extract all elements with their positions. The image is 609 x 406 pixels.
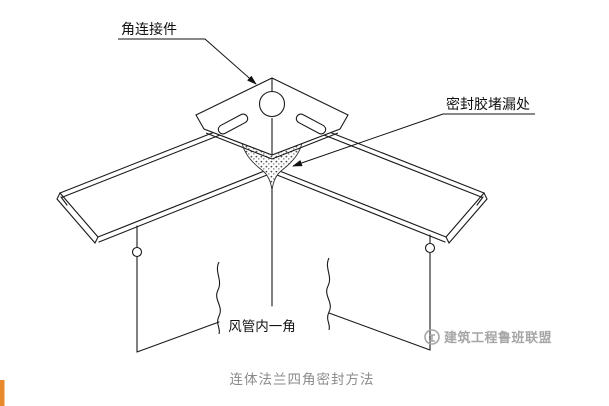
right-duct-wall	[328, 234, 431, 351]
corner-bolts	[131, 242, 436, 258]
leader-sealant	[292, 113, 535, 167]
right-flange	[271, 123, 488, 244]
label-sealant-spot: 密封胶堵漏处	[446, 96, 530, 112]
leader-corner-connector	[118, 38, 257, 85]
left-bolt-bump	[131, 246, 143, 258]
break-lines	[216, 257, 331, 335]
left-flange	[56, 123, 273, 244]
plate-slot-left	[217, 113, 249, 135]
left-duct-wall	[136, 225, 220, 353]
watermark-text: 建筑工程鲁班联盟	[444, 330, 552, 345]
bolt-hole	[258, 90, 286, 118]
corner-connector-plate	[195, 77, 349, 160]
accent-bar	[0, 380, 5, 406]
duct-body	[56, 123, 488, 353]
break-line-left	[216, 261, 221, 335]
label-corner-connector: 角连接件	[121, 21, 177, 37]
right-bolt-bump	[424, 242, 436, 254]
luban-logo-icon	[424, 329, 440, 345]
watermark: 建筑工程鲁班联盟	[424, 329, 552, 345]
right-flange-end-cap	[445, 192, 488, 244]
drawing-caption: 连体法兰四角密封方法	[230, 371, 375, 387]
break-line-right	[326, 257, 331, 331]
label-duct-inner-corner: 风管内一角	[228, 319, 296, 334]
left-flange-end-cap	[56, 192, 99, 244]
leader-lines	[118, 38, 535, 167]
plate-slot-right	[295, 113, 327, 135]
